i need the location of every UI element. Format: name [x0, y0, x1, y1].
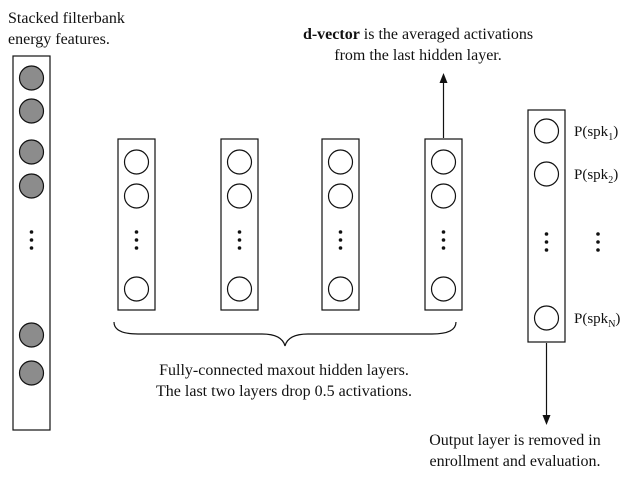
hidden-layer-3-ellipsis-dot-2 [338, 238, 343, 242]
input-node-3 [18, 139, 45, 165]
hidden-layer-4-node-2 [430, 183, 457, 209]
hidden-layer-4-node-1 [430, 149, 457, 175]
hidden-layer-2-node-3 [226, 276, 253, 302]
output-ellipsis-dot-2 [544, 240, 549, 244]
output-node-1 [533, 118, 560, 144]
output-node-3 [533, 305, 560, 331]
hidden-layer-2-box [220, 138, 259, 311]
hidden-layer-2-node-1 [226, 149, 253, 175]
input-ellipsis-dot-3 [29, 246, 34, 250]
output-layer-caption: Output layer is removed in enrollment an… [408, 430, 622, 472]
hidden-layer-1-ellipsis-dot-2 [134, 238, 139, 242]
hidden-layers-brace [113, 321, 457, 347]
hidden-layer-2-ellipsis-dot-3 [237, 246, 242, 250]
input-node-6 [18, 360, 45, 386]
hidden-layer-4-box [424, 138, 463, 311]
hidden-layer-1-ellipsis-dot-1 [134, 230, 139, 234]
input-caption-line-1: Stacked filterbank [8, 10, 125, 27]
input-node-5 [18, 322, 45, 348]
output-label-ellipsis-dot-3 [596, 248, 600, 252]
hidden-layer-4-ellipsis-dot-3 [441, 246, 446, 250]
input-node-2 [18, 98, 45, 124]
hidden-layer-3-ellipsis-dot-1 [338, 230, 343, 234]
input-layer-box [12, 55, 51, 431]
input-ellipsis-dot-2 [29, 238, 34, 242]
output-ellipsis-dot-1 [544, 232, 549, 236]
d-vector-term: d-vector [302, 26, 360, 43]
hidden-layer-4-ellipsis-dot-2 [441, 238, 446, 242]
hidden-layer-2-ellipsis-dot-1 [237, 230, 242, 234]
hidden-layer-3-node-2 [327, 183, 354, 209]
hidden-layer-3-box [321, 138, 360, 311]
output-label-3: P(spkN) [574, 311, 620, 330]
hidden-caption-line-1: Fully-connected maxout hidden layers. [159, 362, 409, 379]
input-ellipsis-dot-1 [29, 230, 34, 234]
hidden-layers-caption: Fully-connected maxout hidden layers. Th… [114, 360, 454, 402]
hidden-layer-3-ellipsis-dot-3 [338, 246, 343, 250]
input-caption-line-2: energy features. [8, 31, 110, 48]
input-node-1 [18, 65, 45, 91]
input-node-4 [18, 173, 45, 199]
output-label-2: P(spk2) [574, 167, 618, 186]
output-ellipsis-dot-3 [544, 248, 549, 252]
d-vector-caption: d-vector is the averaged activations fro… [268, 24, 568, 66]
output-label-ellipsis-dot-2 [596, 240, 600, 244]
hidden-layer-3-node-1 [327, 149, 354, 175]
output-caption-line-1: Output layer is removed in [429, 432, 601, 449]
hidden-caption-line-2: The last two layers drop 0.5 activations… [156, 383, 412, 400]
output-node-2 [533, 161, 560, 187]
d-vector-caption-line-1: d-vector is the averaged activations [268, 24, 568, 45]
hidden-layer-4-node-3 [430, 276, 457, 302]
hidden-layer-1-box [117, 138, 156, 311]
output-layer-box [527, 109, 566, 343]
output-caption-line-2: enrollment and evaluation. [429, 453, 601, 470]
d-vector-caption-rest: is the averaged activations [359, 26, 534, 43]
hidden-layer-1-node-1 [123, 149, 150, 175]
hidden-layer-1-node-3 [123, 276, 150, 302]
hidden-layer-1-node-2 [123, 183, 150, 209]
output-label-ellipsis-dot-1 [596, 232, 600, 236]
hidden-layer-1-ellipsis-dot-3 [134, 246, 139, 250]
input-layer-caption: Stacked filterbank energy features. [8, 8, 125, 50]
hidden-layer-4-ellipsis-dot-1 [441, 230, 446, 234]
hidden-layer-2-node-2 [226, 183, 253, 209]
output-label-1: P(spk1) [574, 124, 618, 143]
d-vector-caption-line-2: from the last hidden layer. [334, 47, 502, 64]
hidden-layer-3-node-3 [327, 276, 354, 302]
hidden-layer-2-ellipsis-dot-2 [237, 238, 242, 242]
